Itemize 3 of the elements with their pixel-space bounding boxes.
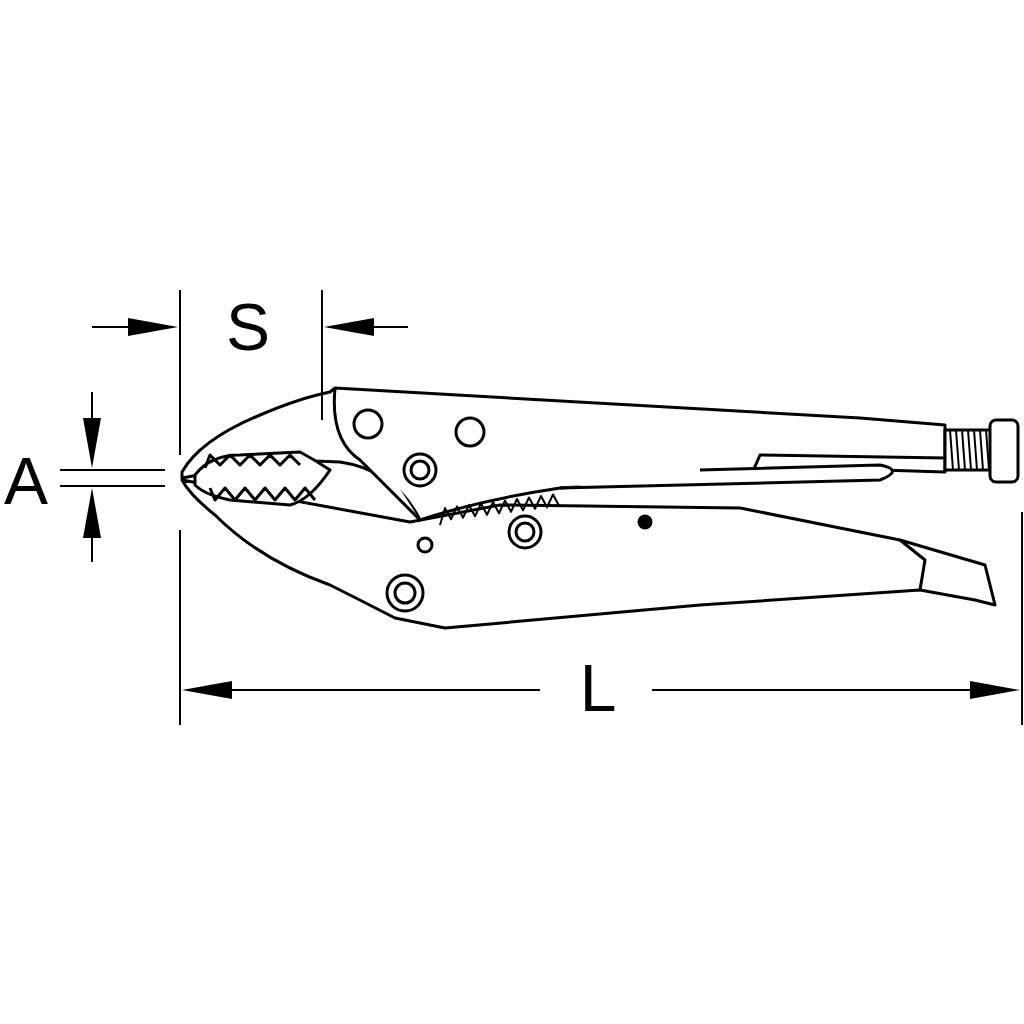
dimension-label: L bbox=[579, 655, 617, 721]
dimension-label: A bbox=[4, 448, 48, 514]
dimension-label: S bbox=[226, 294, 270, 360]
